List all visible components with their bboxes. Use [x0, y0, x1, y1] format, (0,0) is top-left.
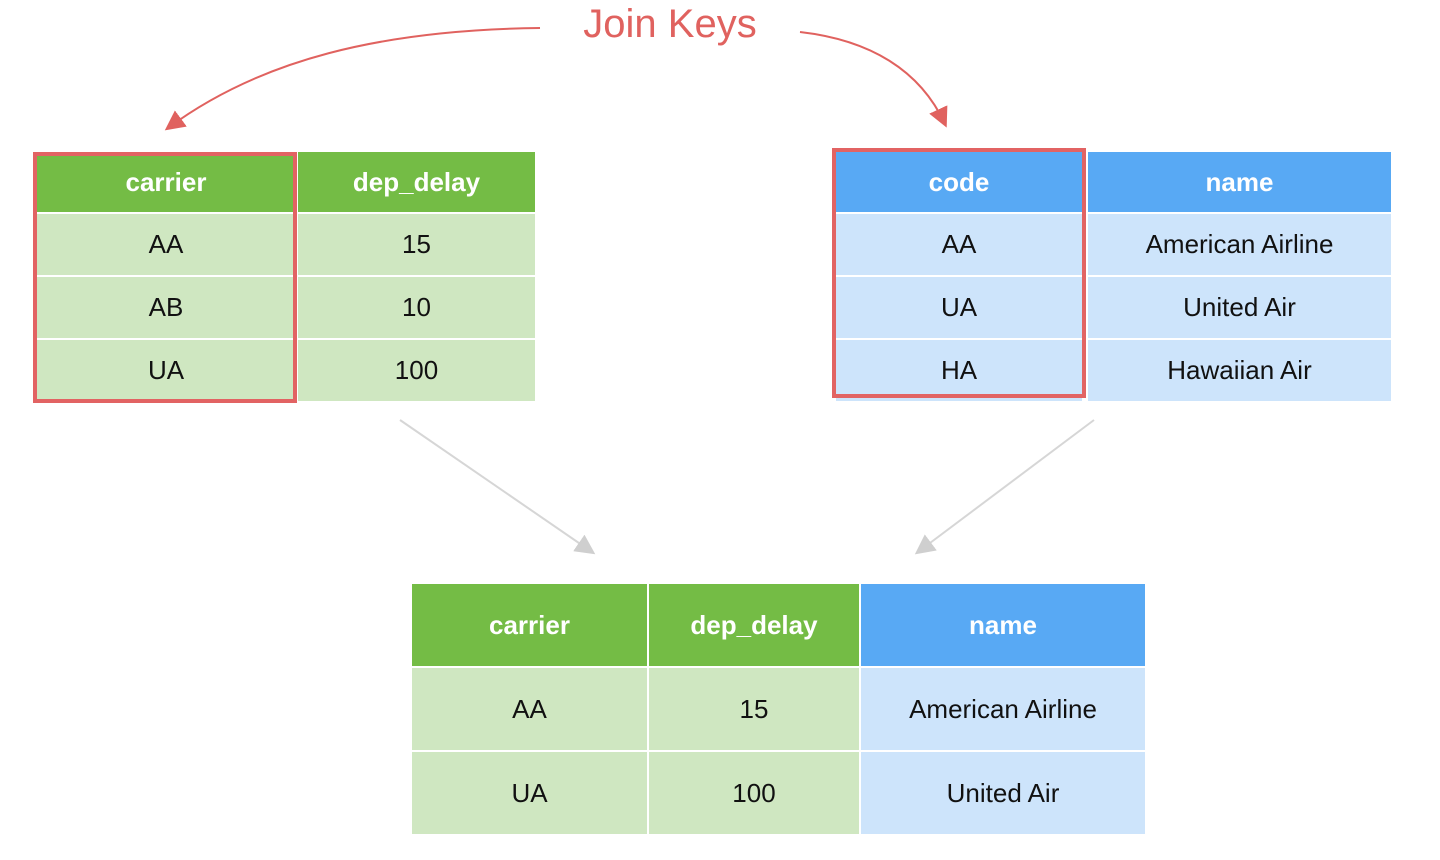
arrow-right-to-result [914, 419, 1095, 555]
arrow-to-left-key [164, 27, 541, 131]
result-cell: 100 [649, 752, 859, 834]
left-cell: AA [36, 214, 296, 275]
result-header-name: name [861, 584, 1145, 666]
result-cell: UA [412, 752, 647, 834]
right-cell: American Airline [1088, 214, 1391, 275]
left-cell: 10 [298, 277, 535, 338]
left-cell: UA [36, 340, 296, 401]
right-cell: United Air [1088, 277, 1391, 338]
right-header-name: name [1088, 152, 1391, 212]
result-header-carrier: carrier [412, 584, 647, 666]
right-join-key-highlight [832, 148, 1086, 398]
right-header-code: code [836, 152, 1082, 212]
left-cell: AB [36, 277, 296, 338]
left-header-dep-delay: dep_delay [298, 152, 535, 212]
left-cell: 100 [298, 340, 535, 401]
left-header-carrier: carrier [36, 152, 296, 212]
arrow-left-to-result [399, 419, 596, 555]
right-cell: HA [836, 340, 1082, 401]
arrow-to-right-key [799, 31, 948, 128]
left-cell: 15 [298, 214, 535, 275]
left-join-key-highlight [33, 152, 297, 403]
right-cell: UA [836, 277, 1082, 338]
right-cell: AA [836, 214, 1082, 275]
result-cell: AA [412, 668, 647, 750]
result-header-dep-delay: dep_delay [649, 584, 859, 666]
right-cell: Hawaiian Air [1088, 340, 1391, 401]
join-keys-title: Join Keys [583, 2, 757, 46]
result-cell: United Air [861, 752, 1145, 834]
result-cell: American Airline [861, 668, 1145, 750]
result-cell: 15 [649, 668, 859, 750]
